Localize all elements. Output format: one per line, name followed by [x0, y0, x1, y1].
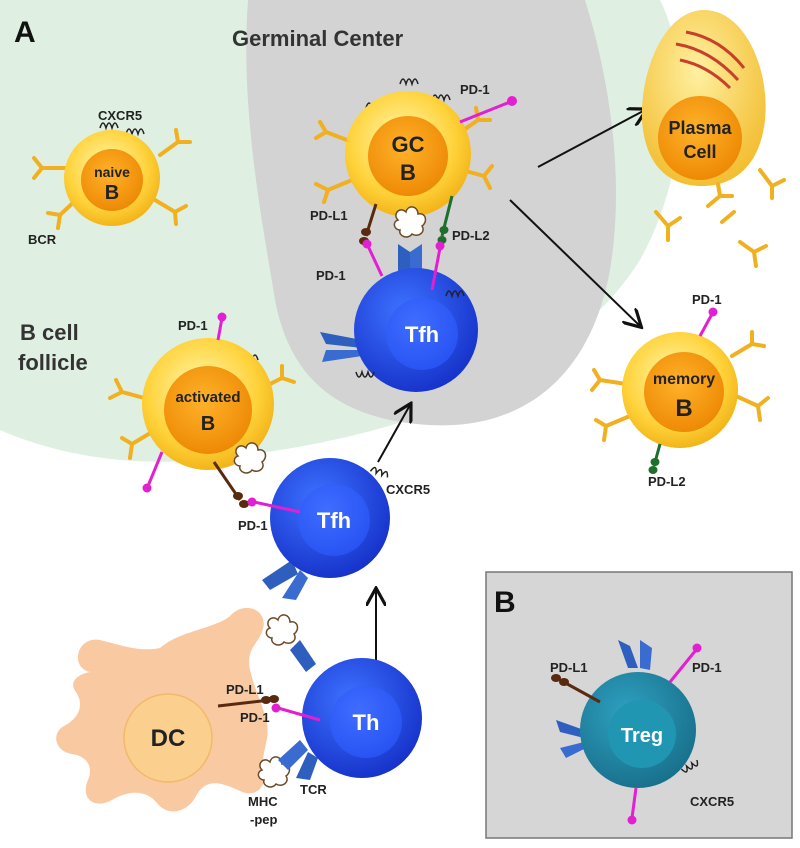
pd1-stalk-tfh-gc: [366, 245, 384, 277]
mhc-pep-dc-bottom: [257, 756, 291, 788]
pdl2-gc-label: PD-L2: [452, 228, 490, 243]
plasma-label-1: Plasma: [668, 118, 732, 138]
dc-label: DC: [151, 725, 186, 752]
mhc-label-1: MHC: [248, 794, 278, 809]
gc-b-label-2: B: [400, 160, 416, 185]
activated-b-label-1: activated: [175, 389, 240, 406]
memory-b-label-1: memory: [653, 371, 715, 388]
pd1-memory-label: PD-1: [692, 292, 722, 307]
tfh-gc-label: Tfh: [405, 322, 439, 347]
pdl1-dc-label: PD-L1: [226, 682, 264, 697]
treg-label: Treg: [621, 725, 663, 747]
activated-b-cell: [108, 338, 296, 470]
pd1-stalk-tfh-mid: [253, 500, 301, 514]
dc-nucleus: [123, 693, 213, 783]
memory-b-label-2: B: [675, 395, 692, 422]
plasma-label-2: Cell: [683, 142, 716, 162]
tfh-mid-cell: [262, 458, 390, 600]
pd1-head-activated-2: [142, 483, 152, 493]
germinal-center-title: Germinal Center: [232, 26, 404, 51]
follicle-label-2: follicle: [18, 350, 88, 375]
pd1-th-label: PD-1: [240, 710, 270, 725]
pd1-activated-label: PD-1: [178, 318, 208, 333]
cxcr5-treg-label: CXCR5: [690, 794, 734, 809]
mhc-pep-gc: [393, 206, 427, 238]
pd1-gc-label: PD-1: [460, 82, 490, 97]
follicle-label-1: B cell: [20, 320, 79, 345]
arrow-gc-to-plasma: [537, 110, 645, 168]
th-label: Th: [353, 710, 380, 735]
arrow-tfh-to-gc: [377, 405, 410, 463]
cxcr5-tfh-mid-label: CXCR5: [386, 482, 430, 497]
bcr-label: BCR: [28, 232, 57, 247]
pd1-stalk-tfh-gc-2: [430, 247, 442, 291]
pd1-head-gc: [507, 96, 517, 106]
cxcr5-naive-label: CXCR5: [98, 108, 142, 123]
arrow-gc-to-memory: [509, 199, 640, 326]
naive-b-label-1: naive: [94, 164, 130, 180]
pd1-treg-label: PD-1: [692, 660, 722, 675]
pd1-stalk-treg-2: [630, 787, 638, 819]
panel-b-label: B: [494, 586, 516, 619]
pd1-head-activated: [217, 312, 227, 322]
pd1-stalk-memory: [698, 313, 714, 337]
pdl2-memory-label: PD-L2: [648, 474, 686, 489]
naive-b-cell: [32, 122, 192, 230]
naive-b-label-2: B: [105, 182, 119, 204]
activated-b-label-2: B: [201, 413, 215, 435]
pd1-tfh-gc-label: PD-1: [316, 268, 346, 283]
mhc-label-2: -pep: [250, 812, 278, 827]
plasma-cell: [641, 10, 766, 186]
th-cell: [278, 640, 422, 780]
mhc-pep-dc-top: [265, 614, 299, 646]
pd1-tfh-mid-label: PD-1: [238, 518, 268, 533]
pd1-stalk-treg: [668, 649, 698, 683]
tfh-gc-cell: [320, 244, 478, 392]
pd1-stalk-activated-2: [146, 451, 164, 487]
pd1-stalk-th: [277, 706, 321, 722]
treg-cell: [556, 640, 699, 788]
tcr-label: TCR: [300, 782, 327, 797]
panel-a-label: A: [14, 16, 36, 49]
memory-b-cell: [590, 330, 770, 448]
pdl1-gc-label: PD-L1: [310, 208, 348, 223]
mhc-pep-activated: [233, 442, 267, 474]
gc-b-label-1: GC: [392, 132, 425, 157]
tfh-mid-label: Tfh: [317, 508, 351, 533]
gc-b-cell: [314, 78, 494, 217]
pd1-stalk-activated: [216, 317, 224, 341]
secreted-antibodies: [654, 168, 786, 268]
germinal-center-region: [246, 0, 616, 426]
pd1-stalk-gc: [459, 100, 511, 124]
pdl1-treg-label: PD-L1: [550, 660, 588, 675]
